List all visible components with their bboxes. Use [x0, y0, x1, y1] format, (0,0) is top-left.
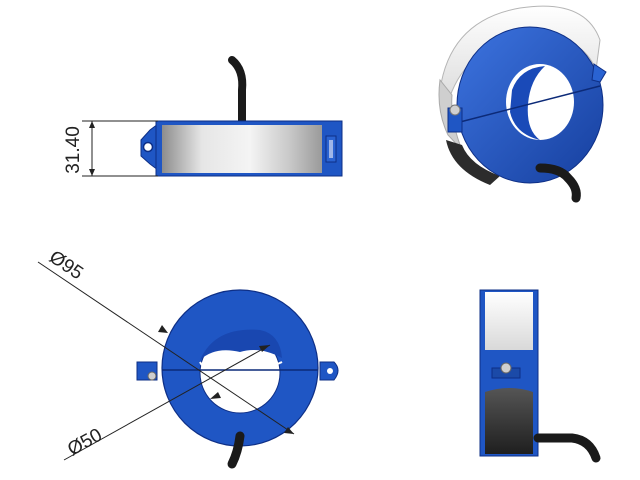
silver-band [162, 125, 322, 173]
rs-screw [500, 362, 512, 374]
cable [228, 56, 247, 128]
iso-tab [591, 63, 607, 83]
front-view [136, 289, 339, 469]
iso-cable [535, 163, 581, 203]
tab-hole [142, 141, 154, 153]
height-dimension: 31.40 [63, 120, 158, 177]
front-cable [227, 431, 245, 469]
isometric-view [438, 5, 607, 203]
front-tab-hole [327, 368, 333, 374]
right-side-view [479, 289, 601, 463]
iso-screw [449, 104, 461, 116]
outer-diameter-label: Ø95 [45, 247, 87, 284]
front-screw [147, 371, 157, 381]
rs-silver [485, 292, 533, 350]
rs-cable [533, 433, 601, 463]
inner-shade-top [200, 329, 282, 360]
side-view [140, 56, 343, 177]
iso-inner-wall [510, 66, 545, 140]
iso-split-line [459, 85, 601, 123]
clasp-highlight [329, 140, 333, 158]
inner-diameter-label: Ø50 [64, 425, 106, 461]
inner-rim [199, 356, 283, 368]
iso-dark-side [446, 140, 500, 185]
height-label: 31.40 [63, 126, 84, 174]
rs-dark [485, 388, 533, 454]
